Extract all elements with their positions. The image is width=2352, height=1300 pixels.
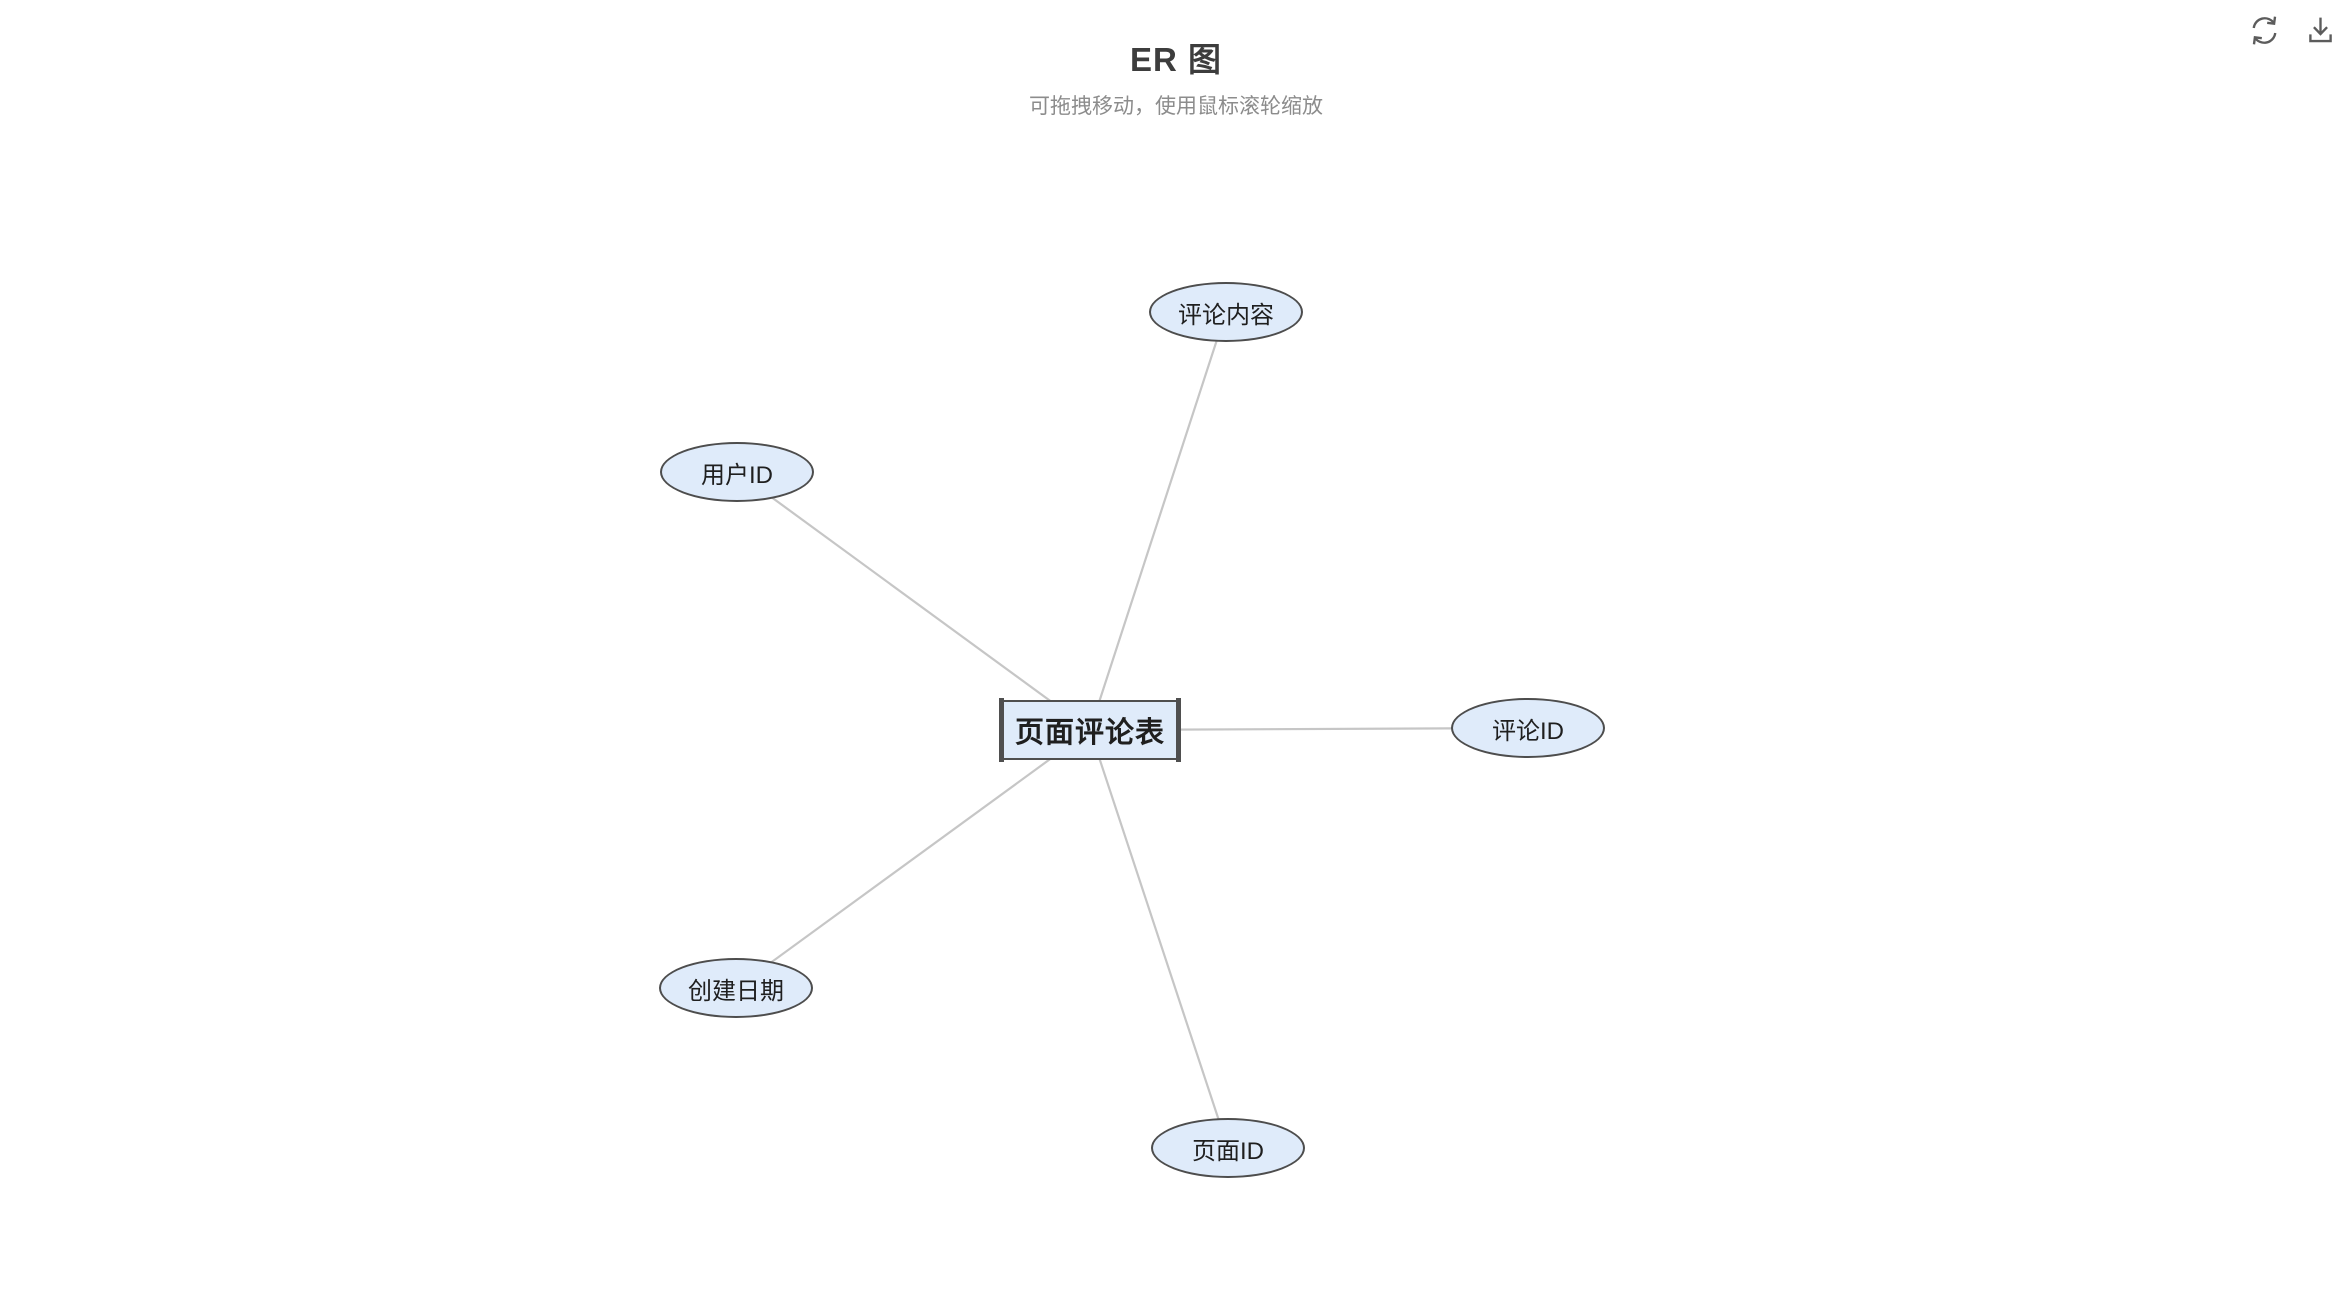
- download-icon: [2304, 14, 2337, 47]
- attribute-node-comment-id[interactable]: 评论ID: [1451, 698, 1605, 758]
- attribute-label: 评论ID: [1492, 717, 1564, 745]
- edge-entity-user-id: [736, 471, 1091, 731]
- refresh-button[interactable]: [2245, 11, 2283, 49]
- entity-node-page-comments-table[interactable]: 页面评论表: [999, 698, 1181, 762]
- entity-label: 页面评论表: [1014, 717, 1165, 749]
- attribute-node-page-id[interactable]: 页面ID: [1151, 1118, 1305, 1178]
- edge-entity-page-id: [1088, 729, 1230, 1149]
- download-button[interactable]: [2301, 11, 2339, 49]
- toolbar: [2245, 11, 2339, 49]
- attribute-label: 用户ID: [701, 461, 773, 489]
- attribute-label: 创建日期: [688, 977, 784, 1005]
- attribute-node-user-id[interactable]: 用户ID: [660, 442, 814, 502]
- edge-entity-comment-text: [1088, 311, 1228, 731]
- edge-entity-create-date: [735, 729, 1091, 989]
- attribute-label: 评论内容: [1178, 301, 1274, 329]
- attribute-node-comment-content[interactable]: 评论内容: [1149, 282, 1303, 342]
- attribute-node-create-date[interactable]: 创建日期: [659, 958, 813, 1018]
- refresh-icon: [2248, 14, 2281, 47]
- attribute-label: 页面ID: [1192, 1137, 1264, 1165]
